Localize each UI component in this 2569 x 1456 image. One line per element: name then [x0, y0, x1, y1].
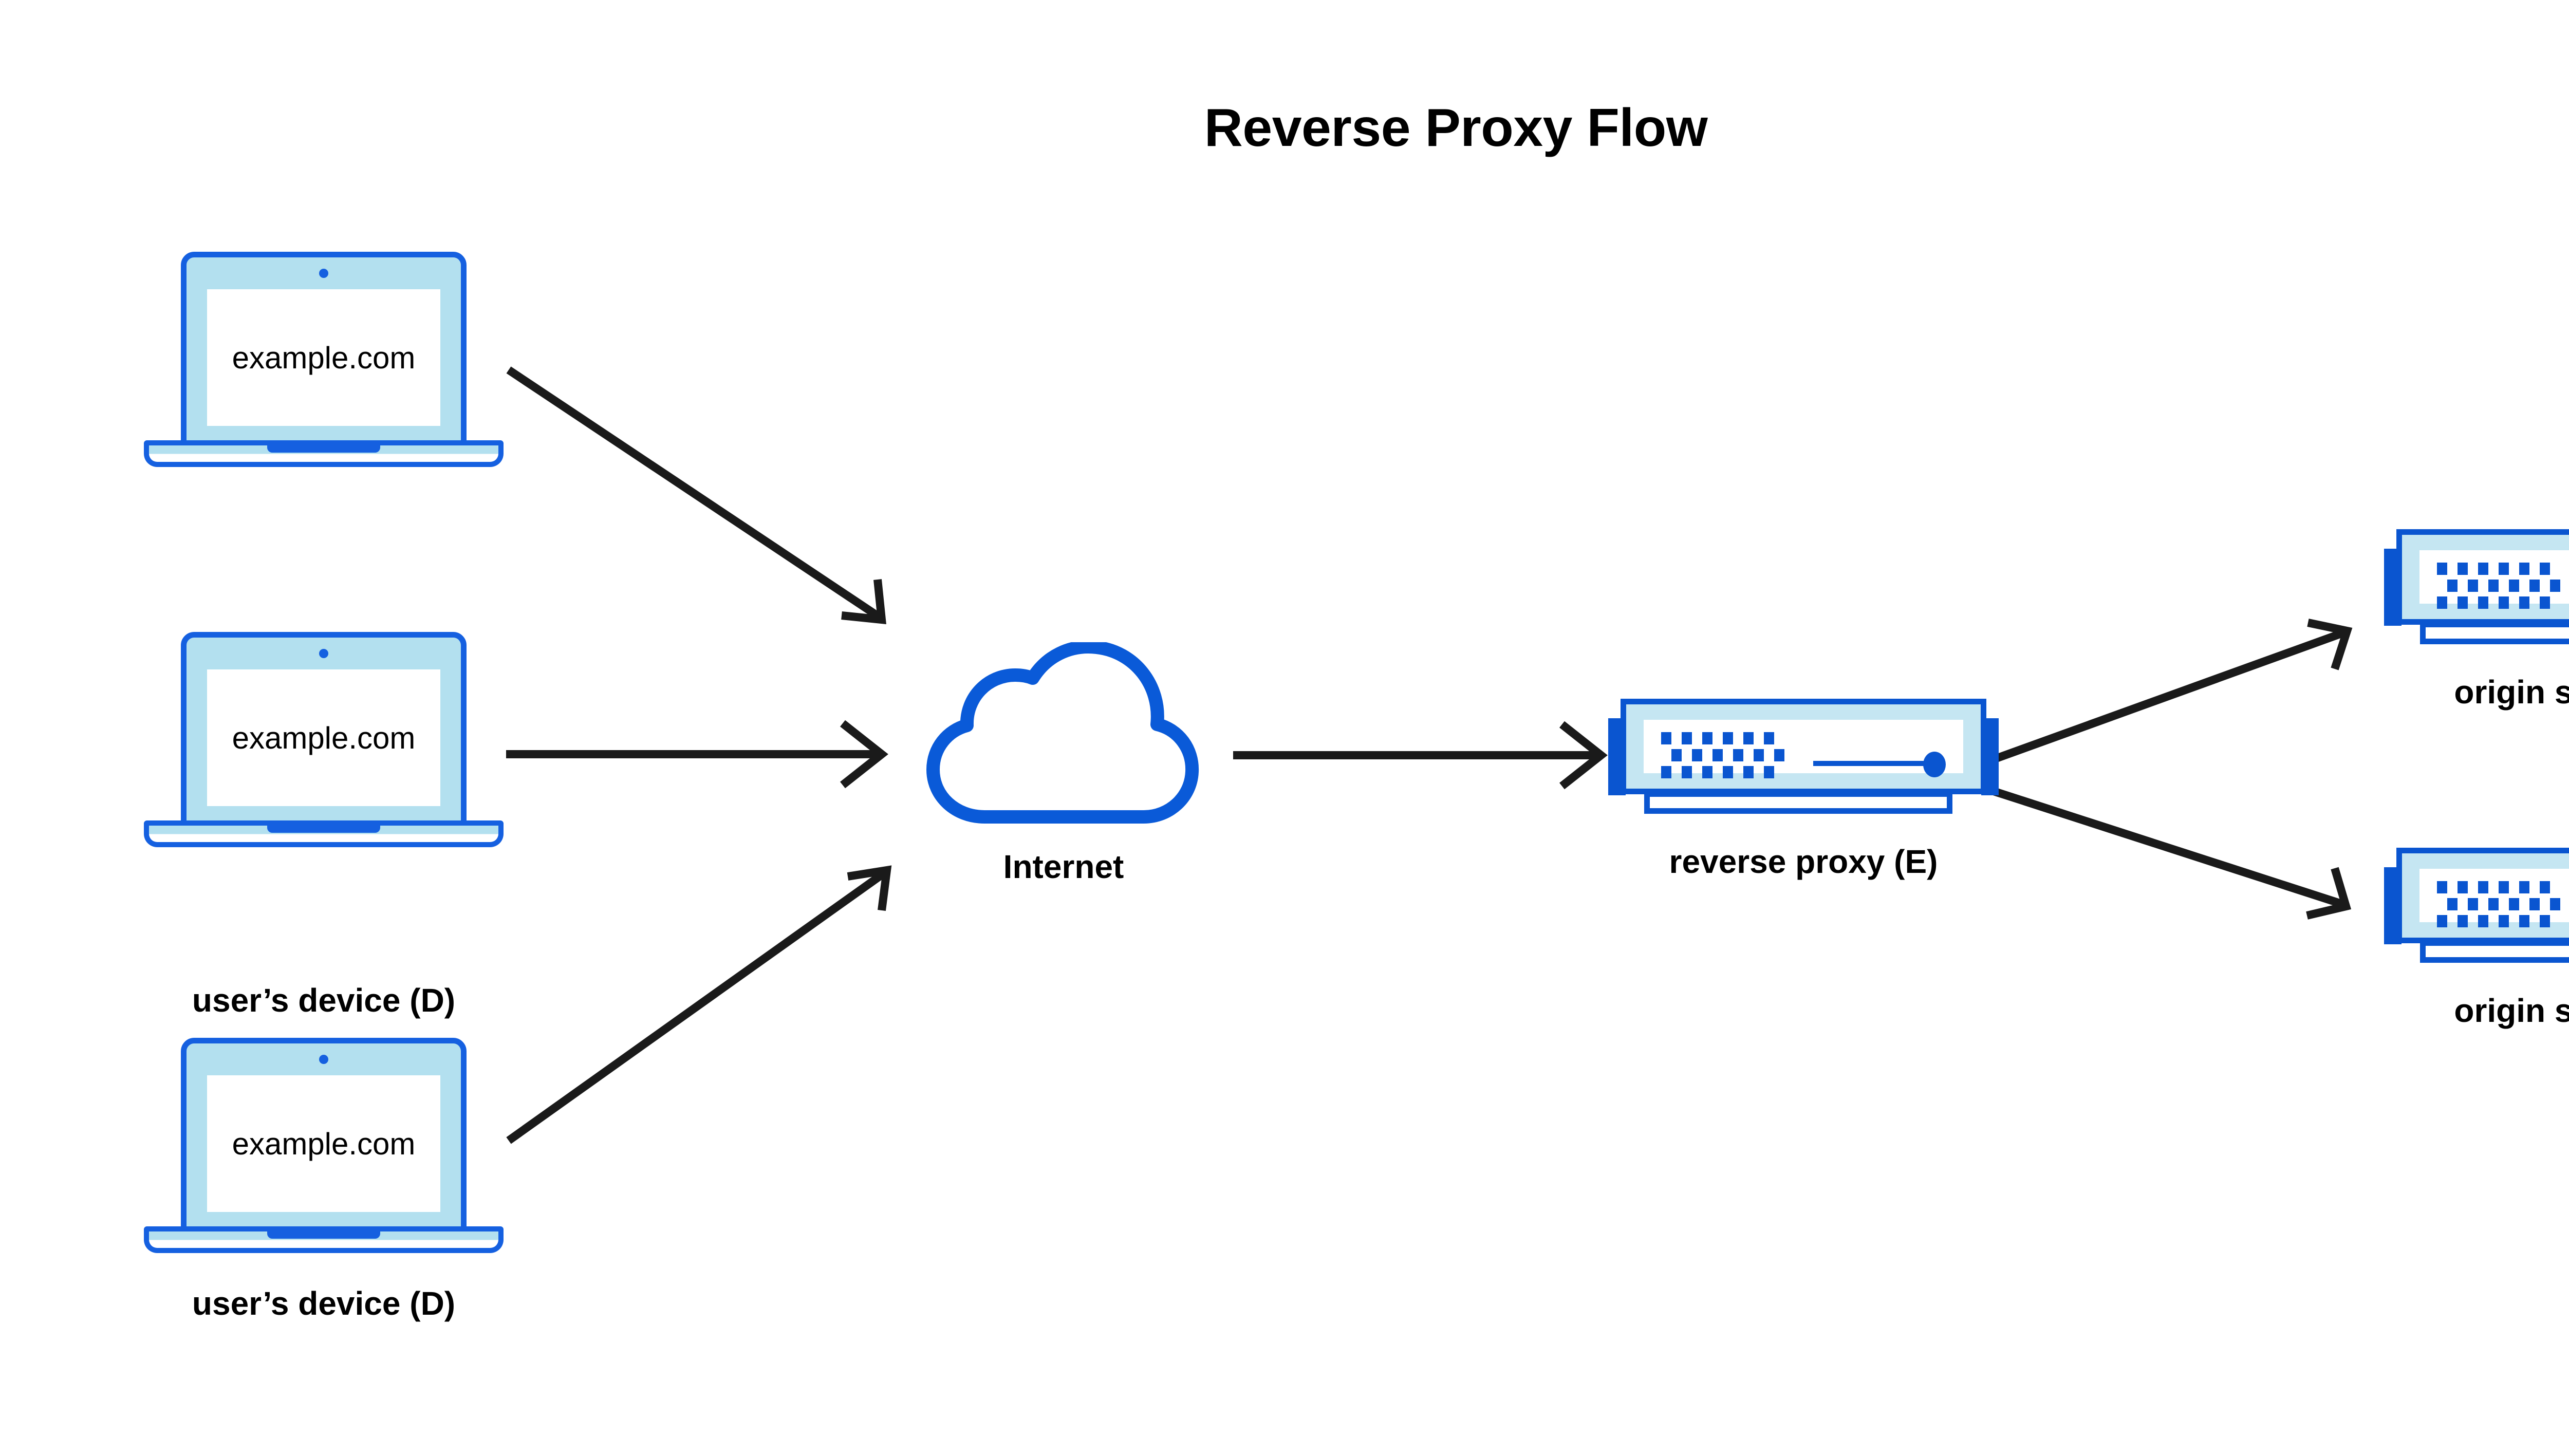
laptop-base	[144, 1226, 504, 1253]
laptop-base	[144, 820, 504, 847]
laptop-base	[144, 440, 504, 467]
laptop-notch	[267, 445, 380, 453]
camera-dot-icon	[319, 649, 328, 658]
server-body	[2396, 848, 2569, 943]
screen-url-text: example.com	[232, 340, 416, 375]
page-title: Reverse Proxy Flow	[1204, 98, 1708, 158]
node-label-internet: Internet	[1003, 848, 1124, 885]
camera-dot-icon	[319, 1055, 328, 1064]
arrow-internet-to-proxy	[1233, 721, 1608, 790]
arrow-client3-to-internet	[506, 865, 892, 1144]
server-vent-dots	[2437, 563, 2565, 609]
server-icon	[1608, 699, 1999, 817]
camera-dot-icon	[319, 269, 328, 278]
node-label-user-device-3: user’s device (D)	[192, 1285, 456, 1322]
server-icon	[2384, 848, 2569, 966]
dot-row	[1661, 749, 1800, 761]
laptop-lid: example.com	[181, 632, 467, 826]
server-panel	[2419, 550, 2569, 609]
laptop-icon: example.com	[144, 252, 504, 468]
server-led-icon	[1923, 752, 1946, 777]
server-status-line	[1813, 761, 1926, 766]
node-label-user-device-2: user’s device (D)	[192, 982, 456, 1019]
server-shelf	[2420, 940, 2569, 963]
dot-row	[2437, 563, 2565, 575]
laptop-notch	[267, 826, 380, 833]
arrow-proxy-to-origin1	[1992, 619, 2353, 763]
dot-row	[2437, 596, 2565, 609]
dot-row	[1661, 732, 1790, 744]
arrow-proxy-to-origin2	[1992, 787, 2352, 920]
arrow-client2-to-internet	[506, 720, 888, 789]
laptop-lid: example.com	[181, 252, 467, 446]
dot-row	[1661, 766, 1790, 778]
dot-row	[2437, 881, 2565, 893]
server-body	[1621, 699, 1986, 794]
server-body	[2396, 529, 2569, 625]
laptop-notch	[267, 1231, 380, 1239]
node-label-origin-server-2: origin server (F)	[2454, 992, 2569, 1029]
screen-url-text: example.com	[232, 1126, 416, 1161]
laptop-lid: example.com	[181, 1038, 467, 1232]
dot-row	[2437, 898, 2569, 910]
server-vent-dots	[2437, 881, 2565, 927]
laptop-icon: example.com	[144, 1038, 504, 1254]
cloud-icon	[915, 642, 1202, 837]
node-label-reverse-proxy: reverse proxy (E)	[1669, 843, 1938, 880]
server-icon	[2384, 529, 2569, 647]
arrow-client1-to-internet	[506, 366, 886, 624]
laptop-icon: example.com	[144, 632, 504, 848]
laptop-screen: example.com	[207, 669, 440, 806]
server-shelf	[2420, 622, 2569, 644]
server-shelf	[1644, 791, 1952, 814]
dot-row	[2437, 915, 2565, 927]
server-panel	[2419, 869, 2569, 927]
server-vent-dots	[1661, 732, 1790, 778]
laptop-screen: example.com	[207, 289, 440, 426]
dot-row	[2437, 580, 2569, 592]
laptop-screen: example.com	[207, 1075, 440, 1212]
screen-url-text: example.com	[232, 720, 416, 755]
server-panel	[1644, 720, 1963, 778]
node-label-origin-server-1: origin server (F)	[2454, 674, 2569, 711]
